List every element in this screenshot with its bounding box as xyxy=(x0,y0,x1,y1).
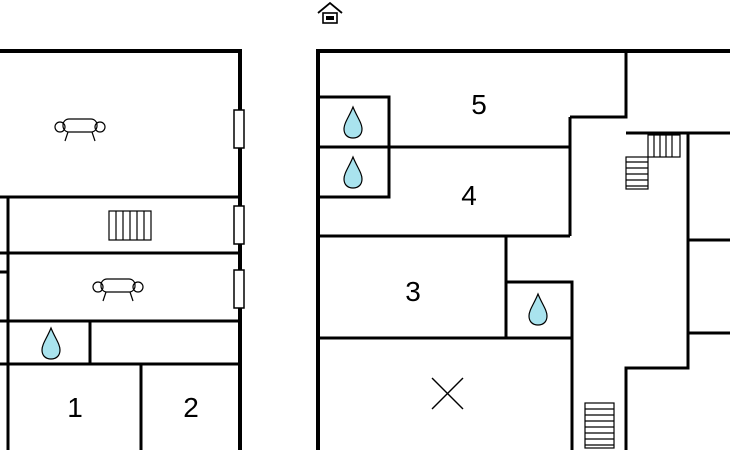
stairs-icon xyxy=(625,134,681,190)
window xyxy=(233,269,245,309)
room-number-5: 5 xyxy=(471,89,487,120)
wall xyxy=(570,51,628,119)
wall xyxy=(506,280,574,450)
wall xyxy=(686,131,730,242)
room-number-1: 1 xyxy=(67,392,83,423)
sofa-icon xyxy=(54,118,106,142)
water-drop-icon xyxy=(41,326,61,360)
water-drop-icon xyxy=(528,292,548,326)
room-number-2: 2 xyxy=(183,392,199,423)
room-number-4: 4 xyxy=(461,180,477,211)
window xyxy=(233,205,245,245)
wall xyxy=(686,240,730,335)
radiator-icon xyxy=(108,210,152,241)
room-number-3: 3 xyxy=(405,276,421,307)
right-building xyxy=(316,49,730,450)
left-outer-wall xyxy=(0,49,242,450)
water-drop-icon xyxy=(343,105,363,139)
right-outer-wall xyxy=(316,49,730,450)
left-building xyxy=(0,49,245,450)
water-drop-icon xyxy=(343,155,363,189)
cross-icon xyxy=(431,377,464,410)
window xyxy=(233,109,245,149)
house-icon xyxy=(317,1,343,24)
sofa-icon xyxy=(92,278,144,302)
wall xyxy=(624,333,690,450)
stairs-icon xyxy=(584,402,615,449)
